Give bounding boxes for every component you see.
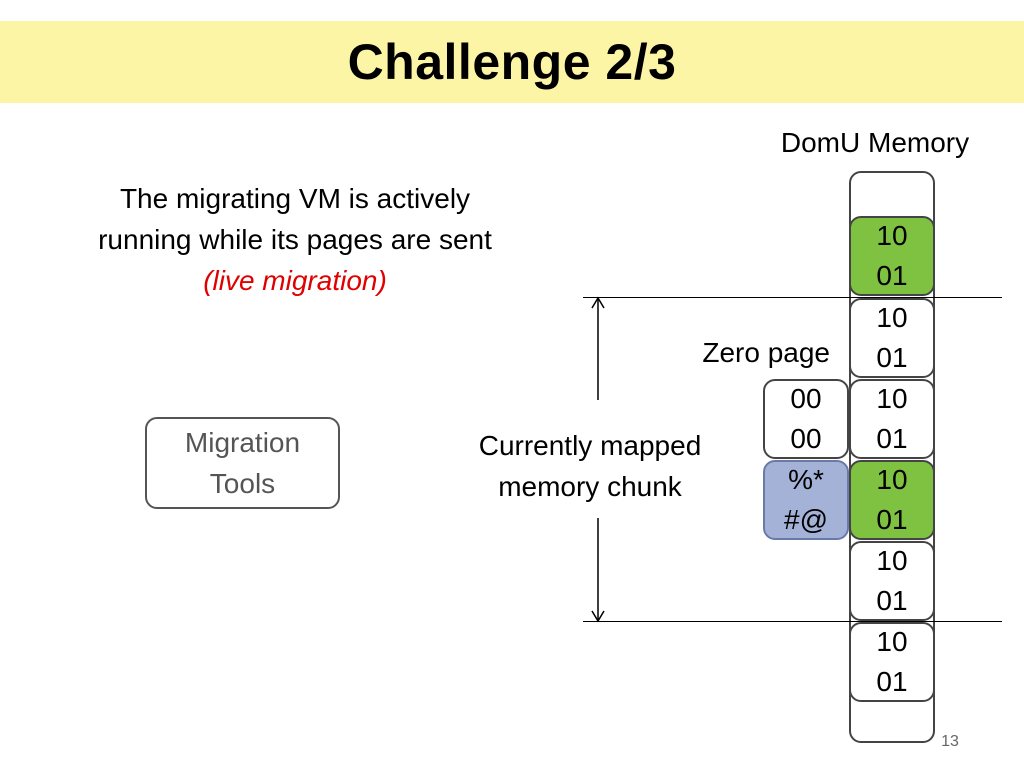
memory-page: 10 01 [849,379,935,459]
title-bar: Challenge 2/3 [0,21,1024,103]
description-text: The migrating VM is actively running whi… [60,178,530,301]
description-line-2: running while its pages are sent [98,224,492,255]
memory-page-line-1: 10 [876,626,908,657]
memory-page: 10 01 [849,298,935,378]
memory-page: 10 01 [849,460,935,540]
memory-page-line-1: 10 [876,220,908,251]
mapped-chunk-line-1: Currently mapped [478,430,702,461]
memory-page-line-2: 01 [876,260,908,291]
memory-page-line-2: 01 [876,423,908,454]
memory-page: 10 01 [849,622,935,702]
zero-page-line-1: 00 [790,383,822,414]
zero-page-label: Zero page [702,337,830,368]
memory-page-line-2: 01 [876,585,908,616]
garbage-page-line-2: #@ [784,504,828,535]
memory-page-line-2: 01 [876,666,908,697]
zero-page-box: 00 00 [763,379,849,459]
migration-tools-line-2: Tools [209,468,276,499]
memory-page: 10 01 [849,216,935,296]
page-number: 13 [941,733,959,750]
memory-page: 10 01 [849,541,935,621]
chunk-top-line [583,297,1002,298]
memory-title: DomU Memory [780,127,970,158]
memory-page-line-1: 10 [876,545,908,576]
garbage-page-box: %* #@ [763,460,849,540]
memory-page-line-2: 01 [876,342,908,373]
zero-page-line-2: 00 [790,423,822,454]
migration-tools-box: Migration Tools [145,417,340,509]
memory-page-line-2: 01 [876,504,908,535]
garbage-page-line-1: %* [788,464,824,495]
mapped-chunk-line-2: memory chunk [498,471,682,502]
chunk-bottom-line [583,621,1002,622]
description-emphasis: (live migration) [203,265,387,296]
chunk-range-arrow [591,296,605,623]
memory-page-line-1: 10 [876,383,908,414]
migration-tools-line-1: Migration [184,427,301,458]
slide-title: Challenge 2/3 [347,34,677,90]
mapped-chunk-label: Currently mapped memory chunk [452,425,728,507]
description-line-1: The migrating VM is actively [119,183,471,214]
memory-page-line-1: 10 [876,464,908,495]
memory-page-line-1: 10 [876,302,908,333]
